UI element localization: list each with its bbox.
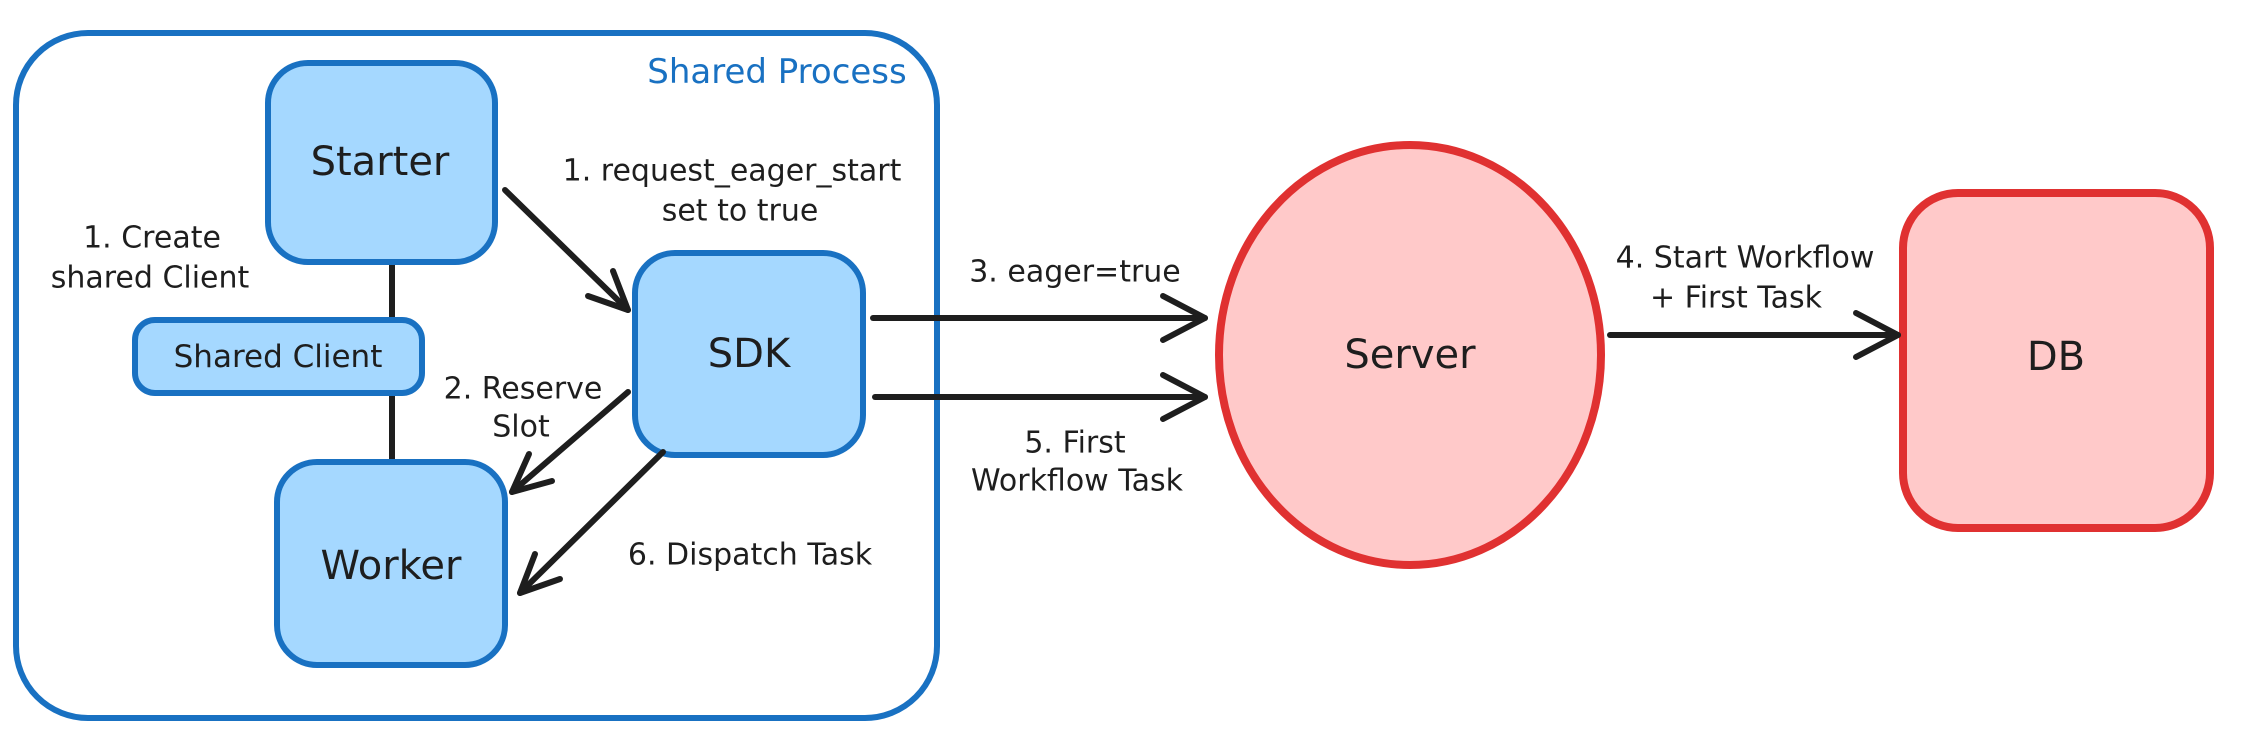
db-label: DB — [2027, 334, 2085, 380]
starter-node — [265, 60, 498, 265]
db-node — [1899, 189, 2214, 532]
arrow-reserve-slot — [509, 389, 631, 495]
note-dispatch-task: 6. Dispatch Task — [628, 538, 873, 573]
starter-label: Starter — [311, 139, 450, 185]
note-first-workflow-task-line1: 5. First — [1024, 426, 1126, 461]
shared-client-node — [132, 317, 425, 396]
note-request-eager-start-line1: 1. request_eager_start — [563, 154, 902, 189]
server-node — [1215, 141, 1605, 569]
note-request-eager-start-line2: set to true — [662, 194, 819, 229]
worker-node — [274, 459, 508, 668]
note-eager-true: 3. eager=true — [969, 255, 1181, 290]
arrow-starter-to-sdk-head — [585, 268, 631, 313]
note-reserve-slot-line2: Slot — [492, 410, 550, 445]
arrow-reserve-slot-head — [509, 451, 555, 495]
arrow-start-workflow-head — [1853, 310, 1901, 360]
arrow-dispatch-task-head — [517, 551, 563, 596]
shared-process-label: Shared Process — [647, 52, 906, 92]
sdk-node — [632, 250, 866, 458]
note-start-workflow-line2: + First Task — [1650, 281, 1823, 316]
arrow-dispatch-task — [517, 449, 666, 596]
worker-label: Worker — [321, 543, 462, 589]
arrow-eager-true-head — [1160, 293, 1208, 343]
shared-process-container — [13, 30, 940, 721]
arrow-starter-to-sdk — [502, 187, 631, 313]
note-create-shared-client-line2: shared Client — [51, 261, 250, 296]
shared-client-label: Shared Client — [174, 339, 383, 375]
server-label: Server — [1344, 332, 1476, 378]
note-reserve-slot-line1: 2. Reserve — [444, 372, 603, 407]
arrow-first-workflow-task-head — [1160, 372, 1208, 422]
note-first-workflow-task-line2: Workflow Task — [971, 464, 1184, 499]
sdk-label: SDK — [708, 331, 792, 377]
note-create-shared-client-line1: 1. Create — [83, 221, 221, 256]
note-start-workflow-line1: 4. Start Workflow — [1616, 241, 1875, 276]
